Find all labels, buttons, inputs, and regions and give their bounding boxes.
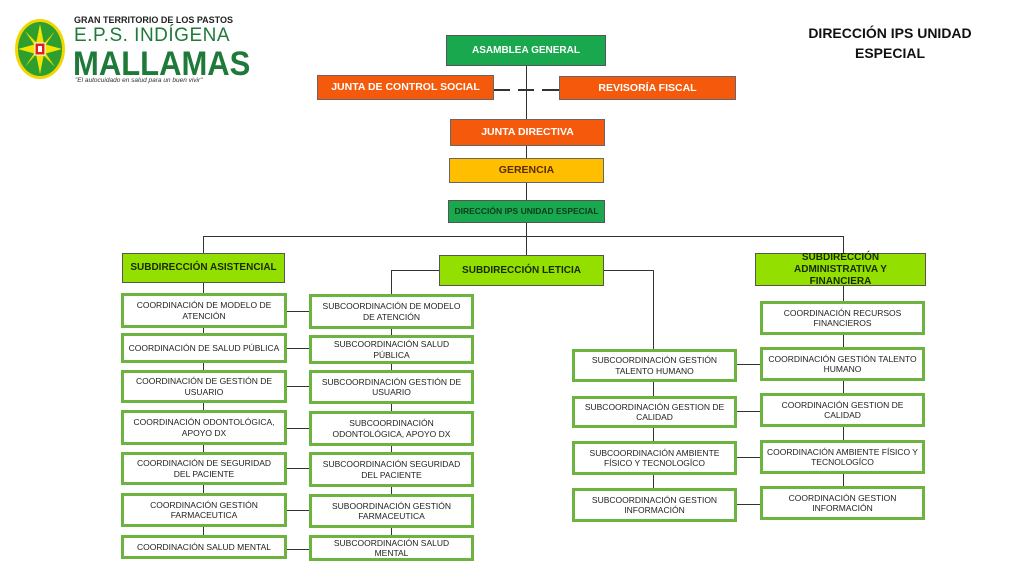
subcoordinacion-node[interactable]: SUBCOORDINACIÓN GESTION DE CALIDAD	[572, 396, 737, 428]
logo-line1: GRAN TERRITORIO DE LOS PASTOS	[74, 15, 234, 25]
logo-brand: MALLAMAS	[73, 44, 251, 83]
page-title-line1: DIRECCIÓN IPS UNIDAD	[808, 25, 972, 41]
connector-leticia-right	[653, 270, 654, 510]
coordinacion-node[interactable]: COORDINACIÓN DE SEGURIDAD DEL PACIENTE	[121, 452, 287, 485]
logo-slogan: "El autocuidado en salud para un buen vi…	[75, 77, 203, 84]
connector-pair	[287, 428, 309, 429]
subcoordinacion-node[interactable]: SUBCOORDINACIÓN GESTION INFORMACIÓN	[572, 488, 737, 522]
connector-spine	[526, 66, 527, 237]
subcoordinacion-node[interactable]: SUBCOORDINACIÓN AMBIENTE FÍSICO Y TECNOL…	[572, 441, 737, 475]
connector-leticia-left	[391, 270, 440, 271]
connector-dash	[494, 89, 510, 91]
coordinacion-node[interactable]: COORDINACIÓN RECURSOS FINANCIEROS	[760, 301, 925, 335]
coordinacion-node[interactable]: COORDINACIÓN GESTION DE CALIDAD	[760, 393, 925, 427]
subcoordinacion-node[interactable]: SUBOORDINACIÓN GESTIÓN FARMACEUTICA	[309, 494, 474, 528]
subcoordinacion-node[interactable]: SUBCOORDINACIÓN ODONTOLÓGICA, APOYO DX	[309, 411, 474, 446]
connector-pair	[737, 457, 761, 458]
connector-branch	[526, 236, 527, 255]
connector-dash	[542, 89, 559, 91]
connector-leticia-right	[604, 270, 654, 271]
subcoordinacion-node[interactable]: SUBCOORDINACIÓN GESTIÓN TALENTO HUMANO	[572, 349, 737, 382]
gerencia-box[interactable]: GERENCIA	[449, 158, 604, 183]
revisoria-fiscal-box[interactable]: REVISORÍA FISCAL	[559, 76, 736, 100]
connector-pair	[737, 504, 761, 505]
connector-pair	[737, 411, 761, 412]
subcoordinacion-node[interactable]: SUBCOORDINACIÓN SALUD PÚBLICA	[309, 335, 474, 364]
subcoordinacion-node[interactable]: SUBCOORDINACIÓN GESTIÓN DE USUARIO	[309, 370, 474, 404]
coordinacion-node[interactable]: COORDINACIÓN GESTIÓN FARMACEUTICA	[121, 493, 287, 527]
junta-control-social-box[interactable]: JUNTA DE CONTROL SOCIAL	[317, 75, 494, 100]
subcoordinacion-node[interactable]: SUBCOORDINACIÓN SALUD MENTAL	[309, 535, 474, 561]
coordinacion-node[interactable]: COORDINACIÓN GESTION INFORMACIÓN	[760, 486, 925, 520]
connector-pair	[287, 549, 309, 550]
subdireccion-administrativa-box[interactable]: SUBDIRECCIÓN ADMINISTRATIVA Y FINANCIERA	[755, 252, 926, 287]
connector-pair	[287, 510, 309, 511]
connector-branch	[843, 236, 844, 253]
subcoordinacion-node[interactable]: SUBCOORDINACIÓN DE MODELO DE ATENCIÓN	[309, 294, 474, 329]
connector-leticia-left	[391, 270, 392, 542]
connector-pair	[287, 311, 309, 312]
page-title-line2: ESPECIAL	[854, 44, 925, 61]
coordinacion-node[interactable]: COORDINACIÓN GESTIÓN TALENTO HUMANO	[760, 347, 925, 381]
connector-pair	[737, 364, 761, 365]
coordinacion-node[interactable]: COORDINACIÓN DE MODELO DE ATENCIÓN	[121, 293, 287, 328]
junta-directiva-box[interactable]: JUNTA DIRECTIVA	[450, 119, 605, 146]
connector-branch	[203, 236, 204, 253]
subdireccion-leticia-box[interactable]: SUBDIRECCIÓN LETICIA	[439, 255, 604, 286]
page-title: DIRECCIÓN IPS UNIDAD ESPECIAL	[780, 24, 1000, 63]
asamblea-general-box[interactable]: ASAMBLEA GENERAL	[446, 35, 606, 66]
coordinacion-node[interactable]: COORDINACIÓN SALUD MENTAL	[121, 535, 287, 559]
direccion-ips-box[interactable]: DIRECCIÓN IPS UNIDAD ESPECIAL	[448, 200, 605, 223]
star-emblem-icon	[15, 19, 65, 79]
coordinacion-node[interactable]: COORDINACIÓN ODONTOLÓGICA, APOYO DX	[121, 410, 287, 445]
subcoordinacion-node[interactable]: SUBCOORDINACIÓN SEGURIDAD DEL PACIENTE	[309, 452, 474, 487]
coordinacion-node[interactable]: COORDINACIÓN DE SALUD PÚBLICA	[121, 333, 287, 363]
subdireccion-asistencial-box[interactable]: SUBDIRECCIÓN ASISTENCIAL	[122, 253, 285, 283]
connector-pair	[287, 468, 309, 469]
connector-pair	[287, 348, 309, 349]
connector-branch	[203, 236, 844, 237]
coordinacion-node[interactable]: COORDINACIÓN AMBIENTE FÍSICO Y TECNOLOGÍ…	[760, 440, 925, 474]
coordinacion-node[interactable]: COORDINACIÓN DE GESTIÓN DE USUARIO	[121, 370, 287, 403]
connector-dash	[518, 89, 534, 91]
connector-pair	[287, 386, 309, 387]
logo-line2: E.P.S. INDÍGENA	[74, 25, 231, 46]
